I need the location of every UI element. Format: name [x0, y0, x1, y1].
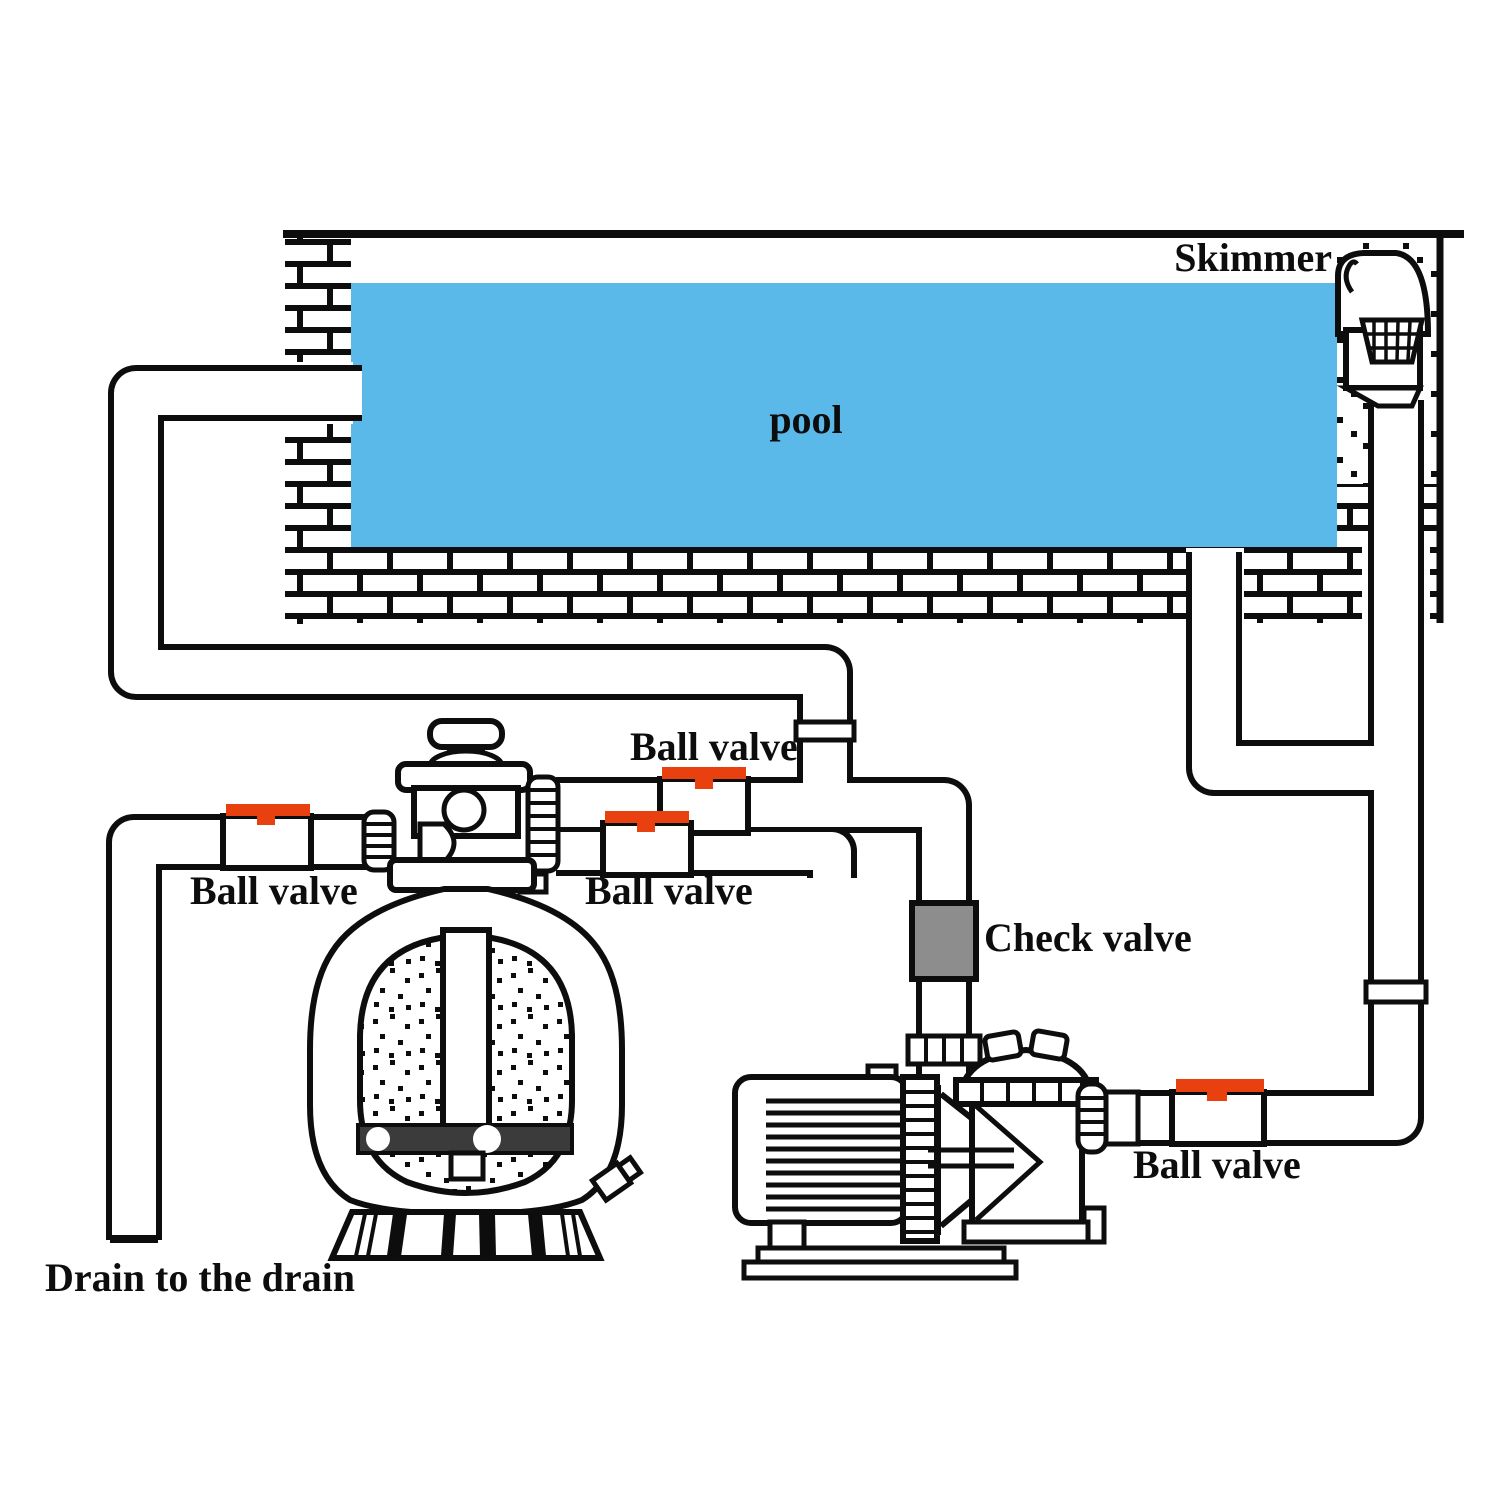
ball-valve-pump: [1169, 1079, 1267, 1147]
check-valve: [909, 900, 979, 982]
sand-filter-laterals-bar: [356, 1123, 574, 1155]
ball-valve-top: [657, 767, 751, 836]
skimmer-dome: [1335, 250, 1432, 337]
strainer-basket-cone: [974, 1104, 1044, 1222]
pump-base: [741, 1259, 1019, 1281]
strainer-flange: [953, 1077, 1099, 1107]
sand-filter-stand-ribs: [354, 1213, 582, 1257]
skimmer-label: Skimmer: [1174, 235, 1332, 280]
pump-shaft-bar: [934, 1085, 941, 1235]
sand-filter-standpipe: [440, 927, 492, 1139]
pump-bracket-ribs: [903, 1090, 937, 1234]
skimmer-basket: [1358, 317, 1426, 365]
strainer-bottom-flange: [961, 1219, 1091, 1245]
ball-valve-handle-stem: [695, 779, 713, 789]
ball-valve-handle: [226, 804, 310, 816]
sand-filter-bottom-fitting: [448, 1150, 486, 1182]
ball-valve-handle: [605, 811, 689, 823]
strainer-inlet-union: [1075, 1081, 1109, 1155]
ball-valve-left: [220, 804, 314, 871]
sand-filter-lateral-port: [366, 1127, 390, 1151]
pipe-coupling: [1363, 979, 1429, 1005]
multiport-valve: [361, 718, 561, 895]
strainer-lid-tab: [982, 1029, 1024, 1063]
pool-drain-pipe: [1192, 552, 1380, 790]
multiport-valve-handle: [427, 718, 505, 750]
skimmer: [1335, 250, 1432, 409]
multiport-valve-sight-glass: [441, 787, 487, 833]
pool-label: pool: [769, 397, 842, 442]
ball-valve-pump-label: Ball valve: [1133, 1142, 1301, 1187]
pump-motor-fins: [766, 1098, 900, 1212]
ball-valve-handle-stem: [1207, 1092, 1227, 1101]
drain-label: Drain to the drain: [45, 1255, 355, 1300]
sand-filter-drain-nipple: [588, 1154, 644, 1204]
ball-valve-handle: [1176, 1079, 1264, 1092]
ball-valve-middle-label: Ball valve: [585, 868, 753, 913]
pool-left-wall-bricks: [285, 236, 351, 624]
pump: [732, 1028, 1109, 1281]
multiport-valve-left-union: [361, 809, 397, 873]
pool-bottom-bricks: [351, 547, 1440, 623]
multiport-valve-bottom-flange: [387, 857, 537, 893]
ball-valve-handle-stem: [637, 823, 655, 832]
ball-valve-middle: [600, 811, 694, 878]
strainer-lid-tab: [1028, 1028, 1070, 1062]
check-valve-label: Check valve: [984, 915, 1192, 960]
ball-valve-handle-stem: [257, 816, 275, 825]
skimmer-outlet: [1336, 385, 1424, 409]
pump-discharge-union: [905, 1033, 983, 1067]
ball-valve-handle: [662, 767, 746, 779]
ball-valve-top-label: Ball valve: [630, 724, 798, 769]
pipe-coupling: [793, 719, 857, 743]
ball-valve-left-label: Ball valve: [190, 868, 358, 913]
skimmer-weir: [1343, 259, 1359, 294]
pool-water: [351, 283, 1337, 547]
return-pipe: [114, 371, 847, 805]
sand-filter-hub: [473, 1125, 501, 1153]
multiport-valve-inlet-cone: [417, 821, 457, 865]
multiport-valve-right-union: [525, 774, 561, 874]
sand-filter: [307, 886, 644, 1261]
